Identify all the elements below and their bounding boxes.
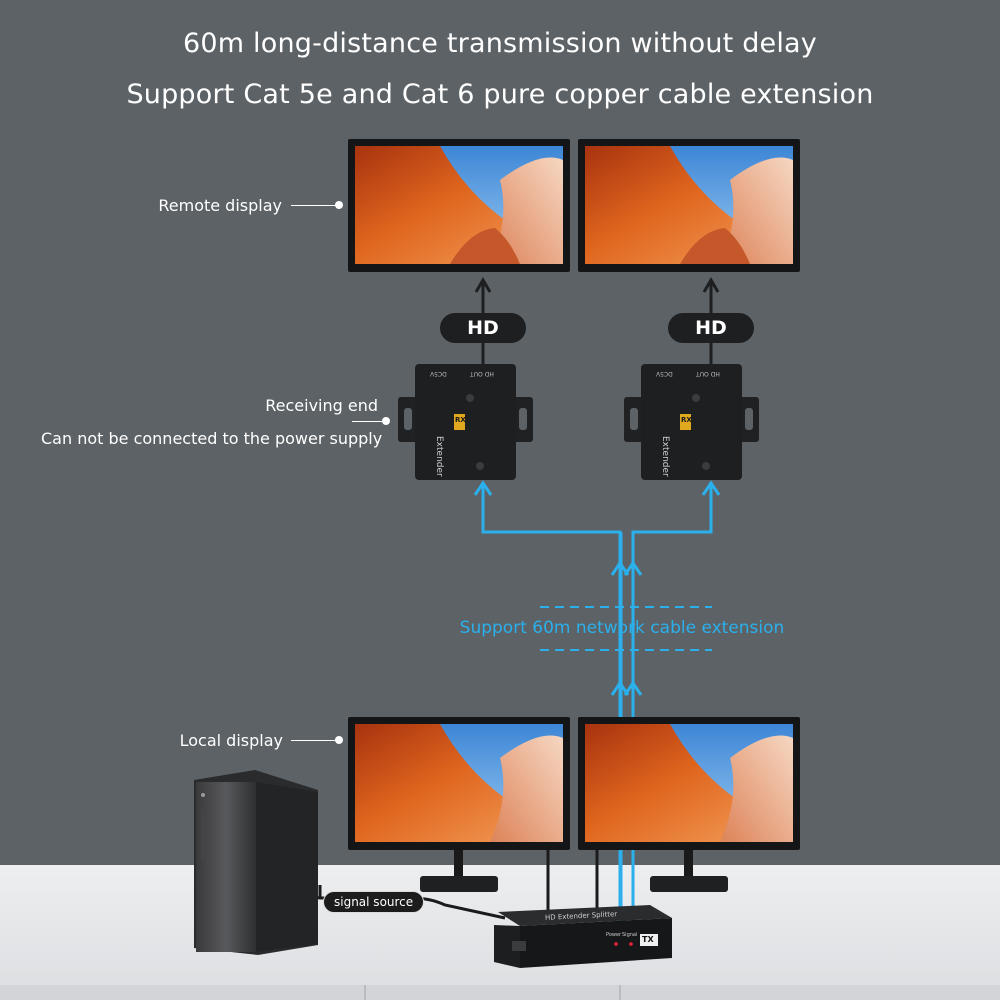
headline-line1: 60m long-distance transmission without d… [183, 28, 817, 59]
pc-tower [194, 770, 318, 955]
receiver-right-name: Extender [660, 436, 670, 477]
local-display-label: Local display [179, 731, 283, 750]
receiver-right-port-out: HD OUT [696, 370, 720, 377]
receiver-left-name: Extender [434, 436, 444, 477]
cable-extension-label: Support 60m network cable extension [459, 618, 785, 638]
receiver-left-tag: RX [455, 416, 466, 424]
receiving-end-leader [352, 421, 384, 422]
receiver-left-port-power: DC5V [430, 370, 447, 377]
receiver-left [398, 364, 533, 480]
receiver-right [624, 364, 759, 480]
desk-edge [0, 985, 1000, 1000]
hd-badge-left: HD [440, 313, 526, 343]
signal-source-chip: signal source [323, 891, 425, 913]
remote-display-leader [291, 205, 337, 206]
headline-line2: Support Cat 5e and Cat 6 pure copper cab… [126, 79, 874, 110]
receiving-end-label: Receiving end [265, 396, 378, 415]
transmitter-tag: TX [642, 935, 654, 944]
transmitter-power-indicator: Power [606, 932, 622, 938]
local-display-leader [291, 740, 337, 741]
receiver-right-port-power: DC5V [656, 370, 673, 377]
remote-display-dot [335, 201, 343, 209]
receiving-end-dot [382, 417, 390, 425]
hd-badge-right: HD [668, 313, 754, 343]
local-display-dot [335, 736, 343, 744]
local-monitor-left [348, 717, 570, 892]
transmitter [494, 905, 672, 968]
remote-monitor-right [578, 139, 800, 272]
local-monitor-right [578, 717, 800, 892]
receiver-right-tag: RX [681, 416, 692, 424]
remote-monitor-left [348, 139, 570, 272]
remote-display-label: Remote display [158, 196, 282, 215]
power-note-label: Can not be connected to the power supply [41, 429, 383, 448]
receiver-left-port-out: HD OUT [470, 370, 494, 377]
transmitter-signal-indicator: Signal [622, 932, 638, 938]
